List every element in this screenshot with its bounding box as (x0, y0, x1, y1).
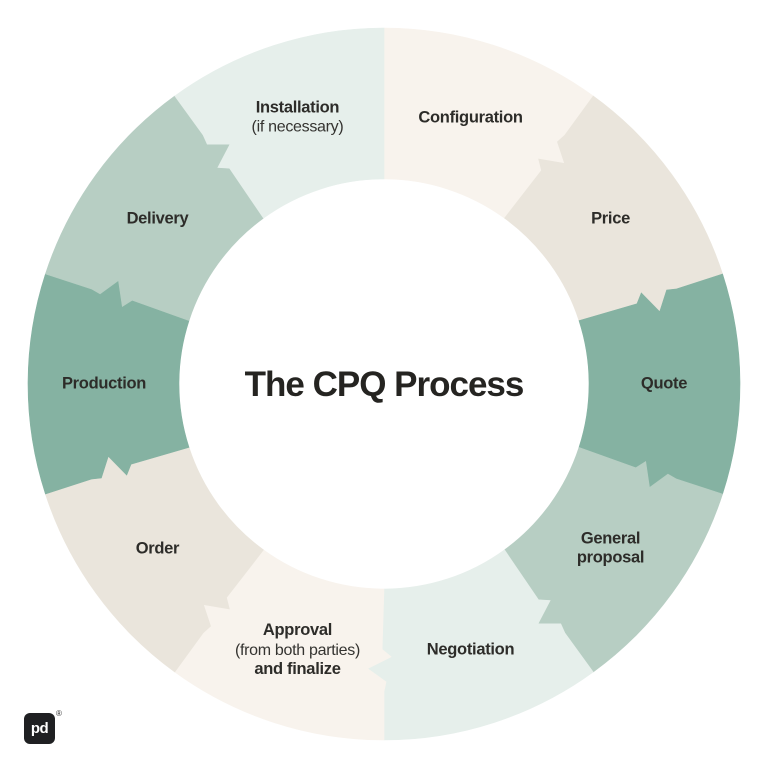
segment-label-line: Negotiation (426, 640, 515, 659)
pandadoc-logo-text: pd (30, 720, 49, 737)
center-title: The CPQ Process (244, 365, 525, 404)
segment-label-line: Delivery (126, 209, 189, 228)
registered-trademark-icon: ® (56, 709, 62, 718)
segment-quote (578, 273, 741, 495)
segment-production (27, 273, 190, 495)
segment-label-negotiation: Negotiation (426, 640, 515, 661)
segment-label-line: Order (135, 538, 180, 557)
segment-installation (174, 27, 385, 219)
segment-label-line: proposal (576, 548, 645, 567)
segment-label-line: Production (61, 374, 147, 393)
segment-label-price: Price (591, 210, 630, 230)
segment-label-quote: Quote (641, 374, 687, 394)
segment-label-line: Approval (262, 621, 333, 640)
segment-price (504, 95, 723, 322)
segment-label-line: Installation (255, 98, 340, 117)
segment-label-line: Price (591, 209, 630, 228)
segment-delivery (45, 95, 264, 322)
segment-label-installation: Installation(if necessary) (252, 98, 344, 137)
segment-label-line: (from both parties) (234, 641, 360, 659)
segment-label-line: Quote (640, 374, 688, 393)
segment-label-line: and finalize (254, 660, 341, 679)
segment-label-approval: Approval(from both parties)and finalize (235, 621, 360, 680)
segment-label-line: General (580, 529, 641, 548)
segment-label-line: (if necessary) (251, 118, 344, 136)
segment-label-order: Order (135, 538, 180, 559)
segment-order (45, 446, 264, 673)
segment-negotiation (367, 549, 594, 741)
segment-approval (174, 549, 392, 741)
segment-label-production: Production (62, 374, 146, 394)
pandadoc-logo: pd ® (24, 709, 64, 748)
segment-label-delivery: Delivery (127, 210, 189, 230)
segment-label-configuration: Configuration (418, 107, 523, 128)
segment-general-proposal (504, 446, 723, 673)
segment-label-line: Configuration (418, 107, 523, 126)
pandadoc-logo-mark: pd (24, 713, 55, 744)
